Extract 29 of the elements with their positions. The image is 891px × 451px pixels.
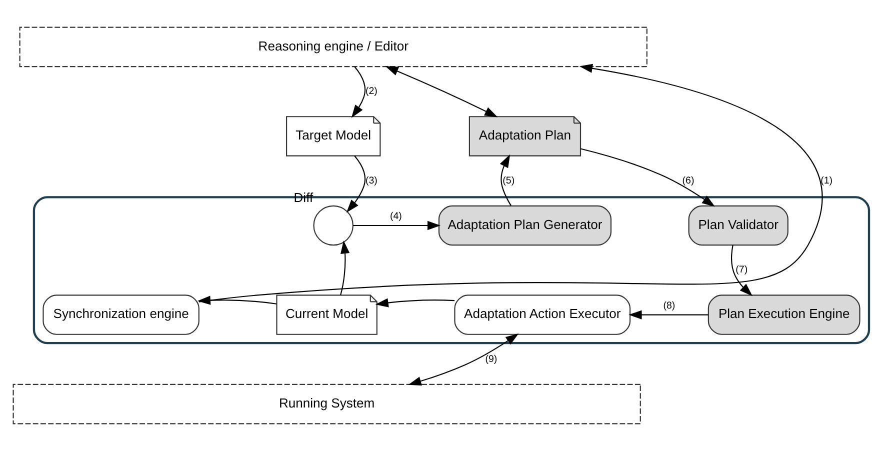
node-box: Synchronization engine [42,294,200,335]
node-box: Reasoning engine / Editor [19,26,648,68]
arrow [628,310,708,320]
edge-label: (7) [736,264,748,276]
arrow [580,148,716,207]
arrow [731,245,753,296]
edge-label: (4) [390,211,402,222]
arrow [340,240,350,296]
node-circle [313,205,354,246]
arrow [197,296,276,305]
node-box: Plan Validator [688,205,788,246]
edge-label: (8) [663,300,676,312]
node-box: Running System [12,384,641,424]
arrow [353,220,441,230]
edge-label: (1) [820,175,833,186]
arrow [346,156,366,213]
node-box: Adaptation Plan Generator [438,205,612,246]
node-box: Adaptation Action Executor [454,294,631,335]
arrow [385,66,498,118]
arrow [351,66,366,118]
edge-label: (3) [365,175,378,186]
arrow [500,154,512,206]
edge-label: (2) [365,86,378,97]
node-box: Plan Execution Engine [708,294,860,335]
arrow [375,298,455,308]
edge-label: (9) [485,354,498,365]
edge-label: (6) [682,175,694,186]
edge-label: (5) [502,175,515,186]
arrow [408,334,519,386]
